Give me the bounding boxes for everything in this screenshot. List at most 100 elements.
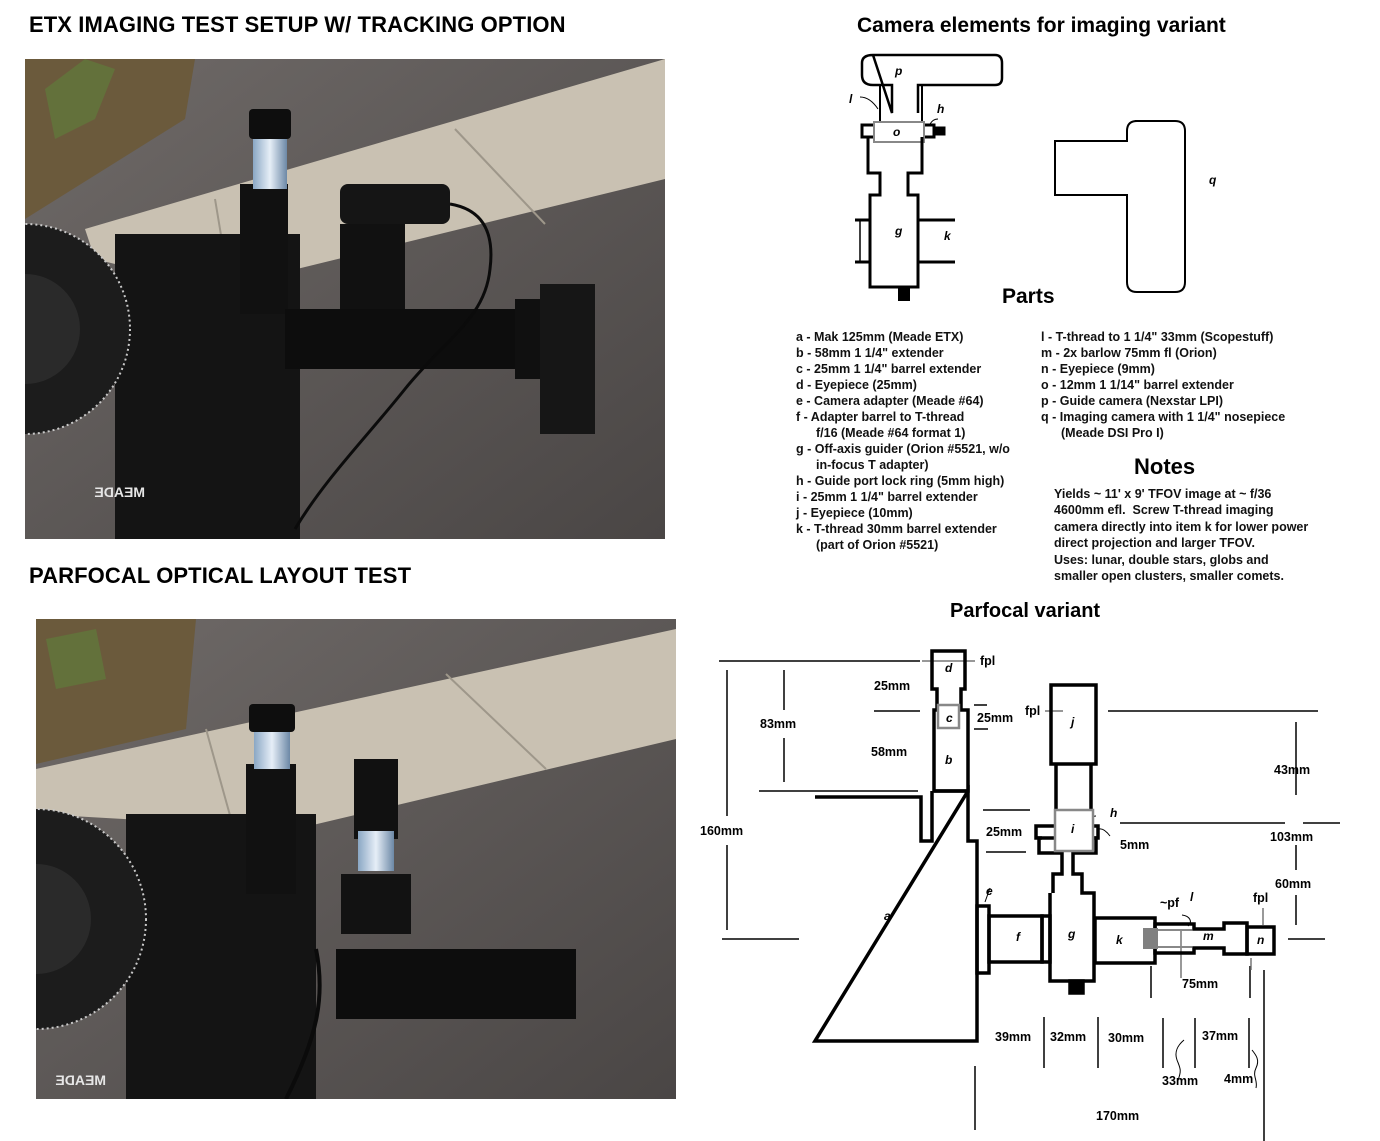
label-g: g [894,224,903,238]
parfocal-test-title: PARFOCAL OPTICAL LAYOUT TEST [29,563,412,588]
parts-heading: Parts [1002,285,1055,308]
knob [25,274,80,384]
sidewalk [85,59,665,289]
label-h: h [1110,806,1117,820]
part-item: e - Camera adapter (Meade #64) [796,394,984,408]
part-item: i - 25mm 1 1/4" barrel extender [796,490,978,504]
dimension-lines [719,660,1340,1141]
plants [45,59,115,139]
part-item: b - 58mm 1 1/4" extender [796,346,944,360]
knob [36,864,91,974]
setup-photo-illustration: MEADE [25,59,665,539]
part-g-guider [1037,836,1098,983]
parts-list-right: l - T-thread to 1 1/4" 33mm (Scopestuff)… [1041,329,1285,441]
guide-eyepiece-chrome [358,831,394,871]
part-l-threads [1143,928,1158,949]
dim-75: 75mm [1182,977,1218,991]
part-c-barrel [936,703,961,730]
guider-knob [1068,979,1085,995]
label-c: c [946,711,953,725]
part-item: a - Mak 125mm (Meade ETX) [796,330,964,344]
camera-elements-heading: Camera elements for imaging variant [857,14,1226,37]
optical-parts [811,649,1276,1043]
dim-4: 4mm [1224,1072,1253,1086]
guider-port [341,874,411,934]
label-d: d [945,661,953,675]
part-l-inner [1158,929,1192,948]
brand-logo: MEADE [55,1072,106,1088]
dim-83: 83mm [760,717,796,731]
dim-33: 33mm [1162,1074,1198,1088]
dim-37: 37mm [1202,1029,1238,1043]
guide-eyepiece [354,759,398,839]
dim-160: 160mm [700,824,743,838]
part-l-m-barlow [1153,921,1249,956]
label-l: l [1190,890,1194,904]
part-item-continuation: (Meade DSI Pro I) [1061,426,1164,440]
label-q: q [1209,173,1217,187]
label-i: i [1071,822,1075,836]
l-pointer [859,96,879,110]
barrel-assembly [285,309,515,369]
part-item: o - 12mm 1 1/14" barrel extender [1041,378,1234,392]
guider-knob [898,287,910,301]
label-k: k [944,229,952,243]
imaging-camera-q [1054,120,1186,293]
part-a-telescope [811,784,979,1043]
dim-60: 60mm [1275,877,1311,891]
parfocal-variant-heading: Parfocal variant [950,600,1101,622]
guide-camera [340,184,450,224]
label-a: a [884,909,891,923]
part-item: g - Off-axis guider (Orion #5521, w/o [796,442,1010,456]
part-item-continuation: f/16 (Meade #64 format 1) [816,426,966,440]
finder-tube [246,764,296,894]
parfocal-photo: MEADE [36,619,676,1099]
dim-103: 103mm [1270,830,1313,844]
dim-43: 43mm [1274,763,1310,777]
label-l: l [849,92,853,106]
setup-photo: MEADE [25,59,665,539]
part-item: l - T-thread to 1 1/4" 33mm (Scopestuff) [1041,330,1274,344]
sidewalk-joint [454,128,546,225]
label-j: j [1069,715,1075,729]
dim-gap-25: 25mm [986,825,1022,839]
label-k: k [1116,933,1124,947]
dim-c-25: 25mm [977,711,1013,725]
lock-screw [932,126,946,136]
dim-170: 170mm [1096,1109,1139,1123]
dim-30: 30mm [1108,1031,1144,1045]
notes-body: Yields ~ 11' x 9' TFOV image at ~ f/36 4… [1054,487,1309,584]
label-b: b [945,753,952,767]
part-j-eyepiece [1049,683,1098,766]
part-i-barrel [1053,808,1095,853]
eyepiece-top [249,704,295,732]
label-h: h [937,102,944,116]
sidewalk [36,629,676,829]
fpl-label-top: fpl [980,654,995,668]
off-axis-guider-g [866,137,924,289]
dim-b-58: 58mm [871,745,907,759]
part-e-adapter [975,904,991,975]
sidewalk-joint [445,673,547,770]
barrel-o [873,121,925,143]
part-j-barrel [1054,764,1093,810]
guider-port [340,224,405,309]
pointer-4 [1251,1049,1259,1089]
imaging-camera [540,284,595,434]
label-f: f [1016,930,1021,944]
part-item: f - Adapter barrel to T-thread [796,410,965,424]
part-item: q - Imaging camera with 1 1/4" nosepiece [1041,410,1286,424]
barrel-assembly [336,949,576,1019]
dim-39: 39mm [995,1030,1031,1044]
parfocal-photo-illustration: MEADE [36,619,676,1099]
pointer-5 [1098,828,1111,837]
finder-tube [240,184,288,314]
dim-d-25: 25mm [874,679,910,693]
pointer-33 [1175,1039,1185,1081]
part-item-continuation: in-focus T adapter) [816,458,929,472]
guide-camera-p [860,53,1004,114]
h-pointer [929,118,939,125]
label-g: g [1067,927,1076,941]
part-item: n - Eyepiece (9mm) [1041,362,1155,376]
pointer-e [984,887,991,903]
